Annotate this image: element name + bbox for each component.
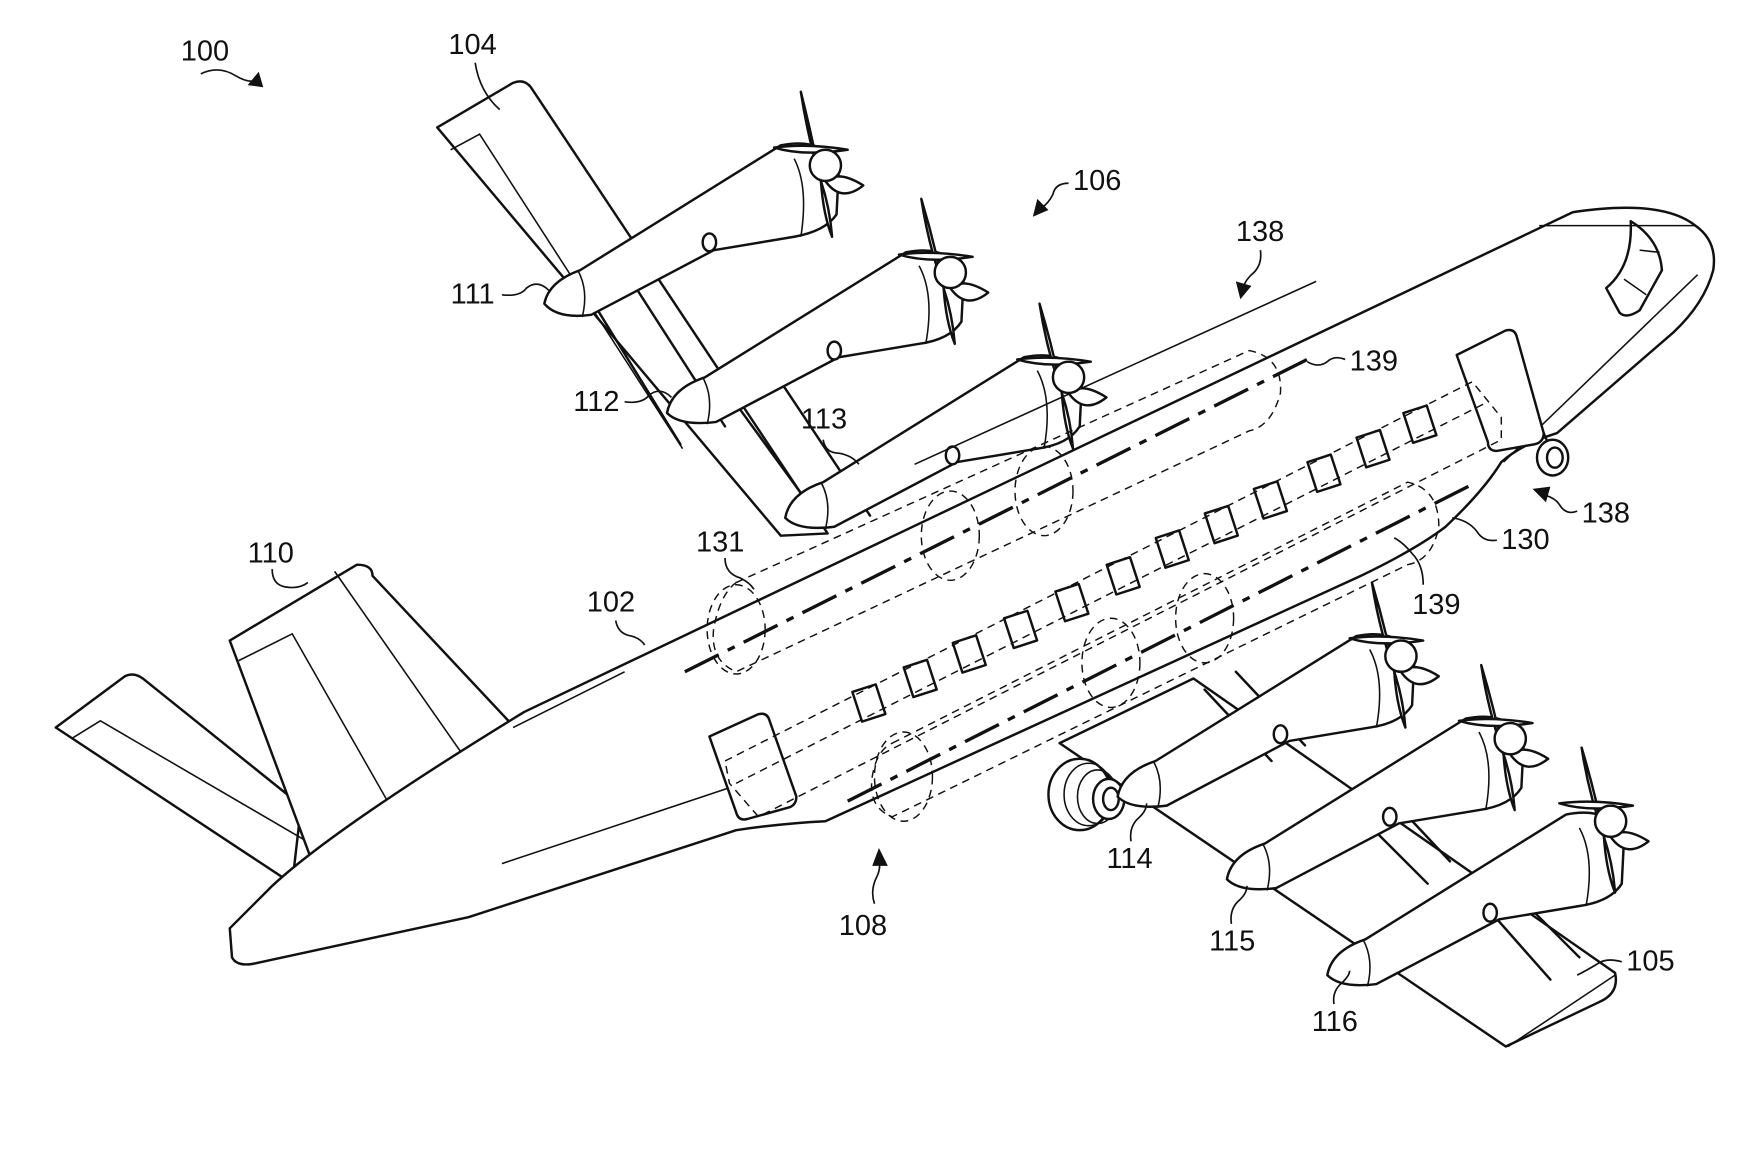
engine-nacelle-114 (1116, 581, 1441, 809)
ref-label-105: 105 (1626, 946, 1674, 978)
ref-label-116: 116 (1312, 1006, 1358, 1038)
ref-label-139-upper: 139 (1350, 346, 1398, 378)
propeller-icon (897, 197, 990, 346)
ref-label-131: 131 (696, 526, 744, 558)
ref-label-139-lower: 139 (1412, 589, 1460, 621)
propeller-icon (1558, 746, 1650, 894)
nose-landing-gear (1535, 431, 1570, 477)
fuel-tank-axis-lower (846, 482, 1474, 803)
fuel-tank-axis-upper (684, 355, 1313, 674)
engine-nacelle-111 (543, 90, 865, 318)
ref-label-111: 111 (451, 279, 495, 311)
ref-label-108: 108 (839, 910, 887, 942)
ref-139-lower: 139 (1393, 537, 1460, 621)
ref-label-112: 112 (573, 386, 619, 418)
ref-100: 100 (181, 36, 264, 88)
ref-label-100: 100 (181, 36, 229, 68)
fuselage (228, 206, 1716, 966)
ref-131: 131 (696, 526, 755, 590)
horizontal-stabilizer-left (54, 673, 315, 885)
ref-111: 111 (451, 279, 550, 311)
ref-102: 102 (587, 587, 646, 646)
ref-label-114: 114 (1106, 843, 1152, 875)
propeller-icon (1457, 663, 1550, 812)
cabin-windows (851, 404, 1438, 723)
ref-114: 114 (1106, 803, 1153, 875)
ref-label-113: 113 (801, 404, 847, 436)
ref-112: 112 (573, 386, 673, 418)
propeller-icon (772, 90, 865, 238)
ref-130: 130 (1452, 517, 1550, 556)
ref-138-side: 138 (1532, 486, 1630, 529)
propeller-icon (1016, 302, 1108, 450)
ref-label-138-side: 138 (1582, 497, 1630, 529)
ref-106: 106 (1032, 165, 1121, 217)
ref-113: 113 (801, 404, 860, 465)
ref-108: 108 (839, 848, 888, 942)
ref-138-top: 138 (1236, 216, 1284, 300)
ref-139-upper: 139 (1306, 346, 1398, 378)
ref-label-102: 102 (587, 587, 635, 619)
ref-116: 116 (1312, 970, 1358, 1038)
ref-110: 110 (248, 537, 309, 589)
ref-label-115: 115 (1209, 926, 1255, 958)
ref-115: 115 (1209, 885, 1255, 958)
ref-105: 105 (1576, 946, 1675, 978)
ref-label-104: 104 (448, 29, 496, 61)
engine-nacelle-112 (665, 197, 990, 425)
fuel-tank-lower (870, 481, 1440, 822)
ref-104: 104 (448, 29, 501, 111)
engine-nacelle-115 (1225, 663, 1550, 891)
engine-nacelle-116 (1326, 746, 1650, 987)
engine-nacelle-113 (784, 302, 1108, 530)
ref-label-106: 106 (1073, 165, 1121, 197)
fuel-tank-upper (706, 349, 1282, 675)
ref-label-110: 110 (248, 537, 294, 569)
propeller-icon (1348, 581, 1441, 729)
ref-label-138-top: 138 (1236, 216, 1284, 248)
ref-label-130: 130 (1501, 524, 1549, 556)
